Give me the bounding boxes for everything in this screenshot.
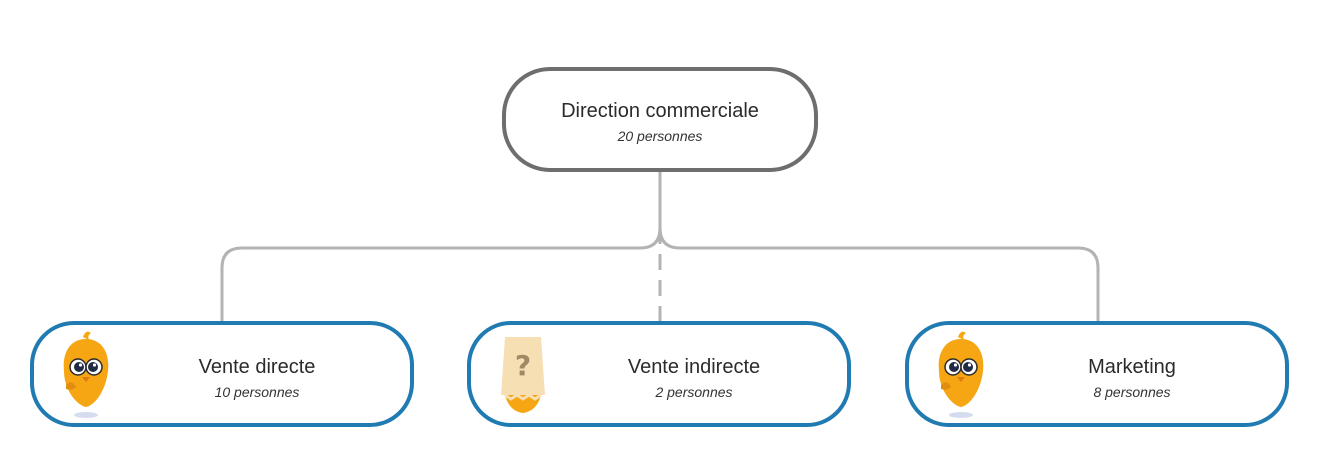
node-count: 8 personnes (1093, 384, 1171, 400)
node-count: 20 personnes (617, 128, 703, 144)
node-count: 2 personnes (655, 384, 733, 400)
node-title: Direction commerciale (561, 100, 759, 122)
org-node-marketing[interactable]: Marketing 8 personnes (905, 321, 1289, 427)
org-node-vente-directe[interactable]: Vente directe 10 personnes (30, 321, 414, 427)
node-text: Vente directe 10 personnes (124, 355, 390, 402)
node-count: 10 personnes (214, 384, 300, 400)
node-title: Marketing (1088, 356, 1176, 378)
node-title: Vente directe (198, 356, 316, 378)
org-node-direction-commerciale[interactable]: Direction commerciale 20 personnes (502, 67, 818, 172)
connector-marketing (658, 227, 1100, 321)
org-node-vente-indirecte[interactable]: ? Vente indirecte 2 personnes (467, 321, 851, 427)
node-title: Vente indirecte (627, 356, 761, 378)
unknown-placeholder-icon: ? (501, 337, 545, 413)
connector-vente-directe (220, 227, 662, 321)
node-text: Vente indirecte 2 personnes (561, 355, 827, 402)
chick-mascot-icon (63, 331, 109, 418)
svg-text:?: ? (515, 349, 531, 382)
node-text: Marketing 8 personnes (999, 355, 1265, 402)
node-text: Direction commerciale 20 personnes (506, 99, 814, 146)
chick-mascot-icon (938, 331, 984, 418)
